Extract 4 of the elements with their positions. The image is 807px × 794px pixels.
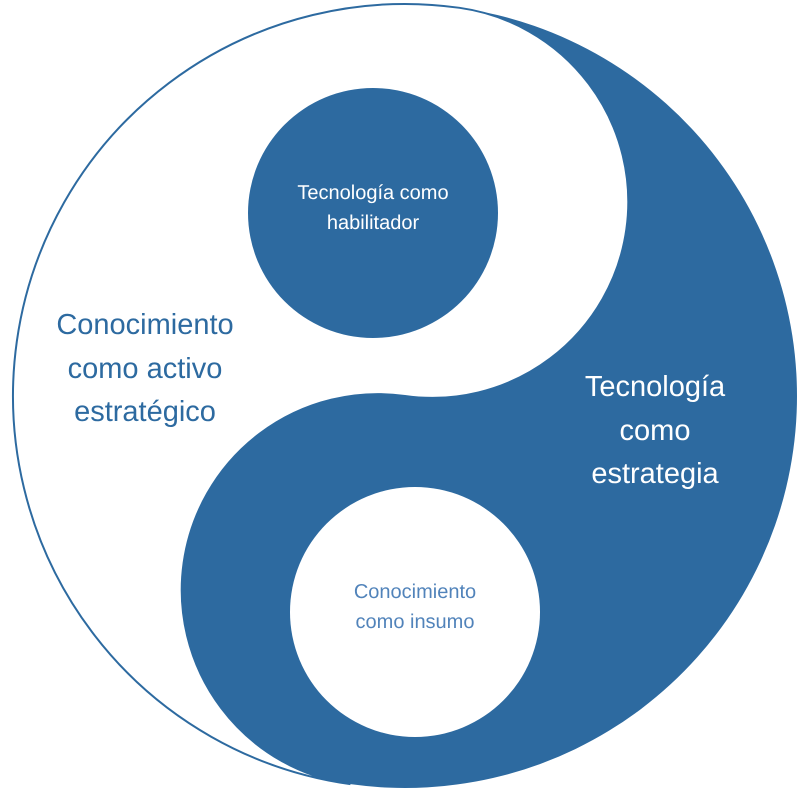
node-label: Tecnología como estrategia (584, 370, 726, 492)
node-label: Conocimiento como activo estratégico (55, 308, 235, 430)
node-label: Conocimiento como insumo (352, 580, 478, 635)
node-label: Tecnología como habilitador (296, 181, 450, 236)
